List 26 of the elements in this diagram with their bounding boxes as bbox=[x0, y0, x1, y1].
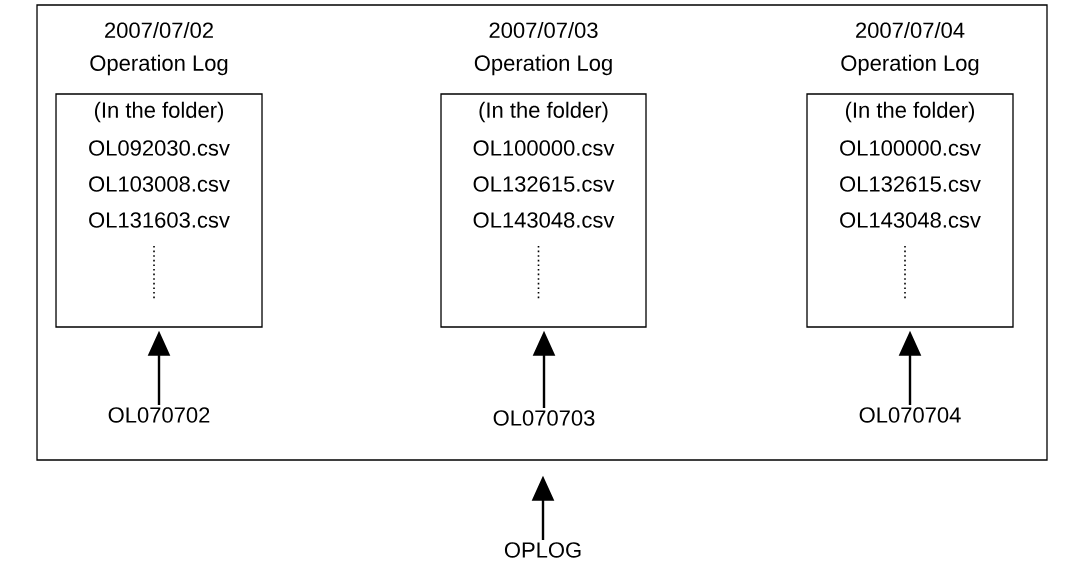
file-name: OL131603.csv bbox=[89, 212, 230, 228]
date-text: 2007/07/04 bbox=[856, 21, 965, 39]
heading-text: Operation Log bbox=[841, 54, 979, 76]
date-text: 2007/07/02 bbox=[105, 21, 213, 39]
folder-note: (In the folder) bbox=[479, 101, 608, 123]
text-label: OPLOG bbox=[504, 542, 581, 558]
file-name: OL100000.csv bbox=[840, 140, 981, 156]
folder-note: (In the folder) bbox=[845, 101, 975, 123]
text-label: OL070702 bbox=[108, 407, 210, 423]
frame-box bbox=[36, 4, 1048, 461]
folder-box bbox=[440, 21, 647, 328]
heading-text: Operation Log bbox=[90, 54, 228, 76]
folder-box bbox=[806, 21, 1014, 328]
date-text: 2007/07/03 bbox=[489, 21, 598, 39]
file-name: OL100000.csv bbox=[473, 140, 615, 156]
heading-text: Operation Log bbox=[474, 54, 612, 76]
file-name: OL143048.csv bbox=[473, 212, 615, 228]
folder-note: (In the folder) bbox=[94, 101, 224, 123]
file-name: OL103008.csv bbox=[89, 176, 230, 192]
text-label: OL070704 bbox=[859, 407, 961, 423]
file-name: OL132615.csv bbox=[473, 176, 615, 192]
file-name: OL132615.csv bbox=[840, 176, 981, 192]
file-name: OL143048.csv bbox=[840, 212, 981, 228]
folder-box bbox=[55, 21, 263, 328]
text-label: OL070703 bbox=[493, 410, 595, 426]
file-name: OL092030.csv bbox=[89, 140, 230, 156]
